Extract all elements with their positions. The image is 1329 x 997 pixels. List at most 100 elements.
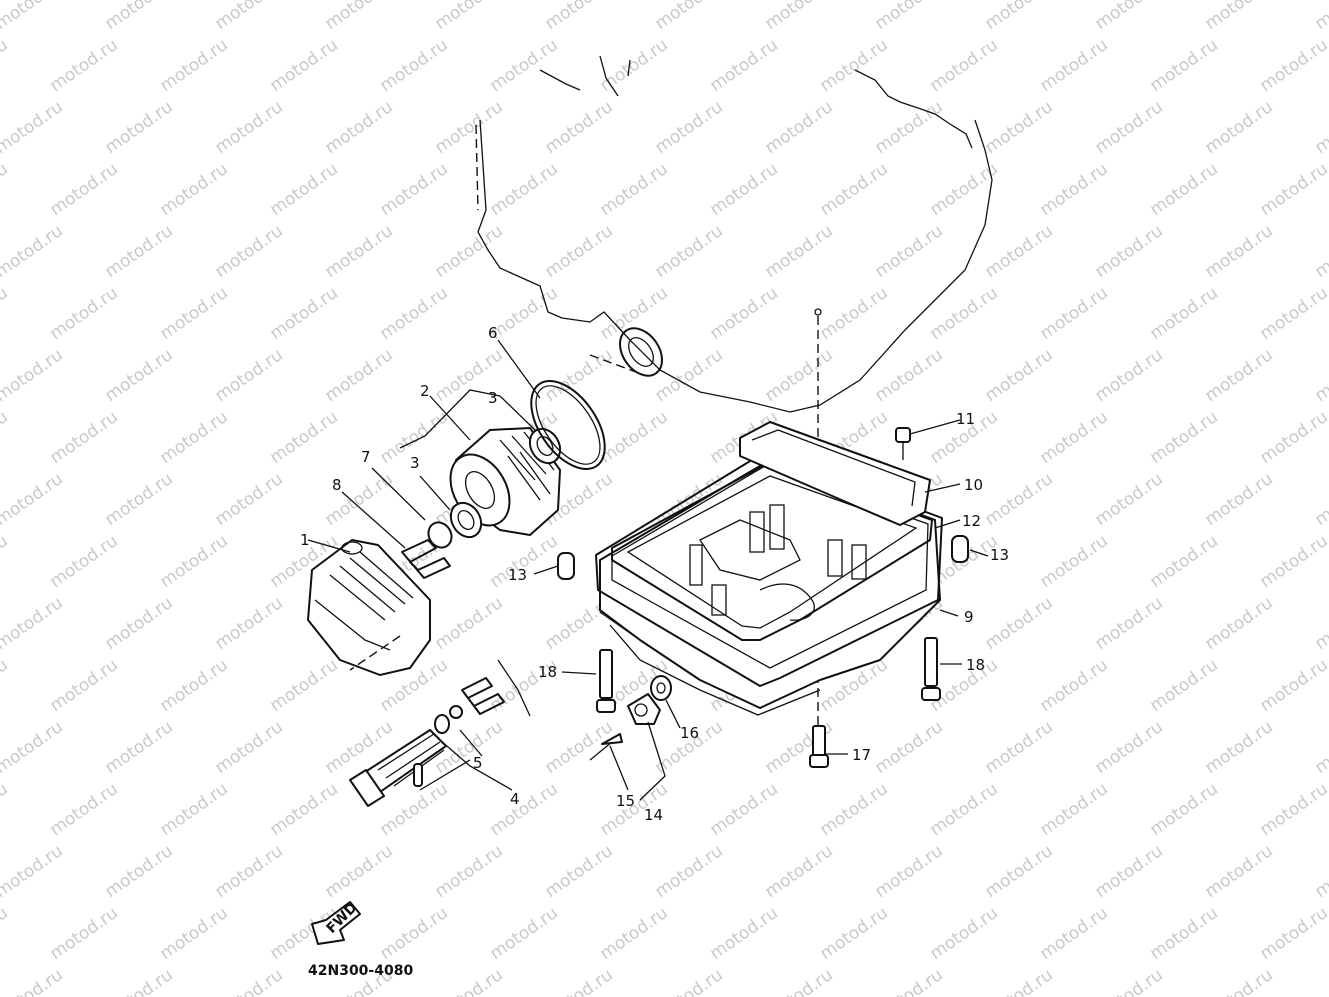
- watermark-text: motod.ru: [101, 97, 176, 158]
- watermark-text: motod.ru: [0, 35, 12, 96]
- watermark-text: motod.ru: [0, 965, 67, 997]
- watermark-text: motod.ru: [0, 779, 12, 840]
- watermark-text: motod.ru: [101, 717, 176, 778]
- watermark-text: motod.ru: [981, 469, 1056, 530]
- watermark-text: motod.ru: [1091, 345, 1166, 406]
- watermark-text: motod.ru: [1256, 407, 1329, 468]
- watermark-text: motod.ru: [706, 779, 781, 840]
- watermark-text: motod.ru: [926, 779, 1001, 840]
- watermark-text: motod.ru: [1256, 903, 1329, 964]
- watermark-text: motod.ru: [596, 903, 671, 964]
- watermark-text: motod.ru: [1256, 779, 1329, 840]
- relief-valve-body: [349, 729, 447, 807]
- bolt-18-right: [921, 637, 941, 701]
- callout-7: 7: [361, 448, 371, 466]
- watermark-text: motod.ru: [156, 531, 231, 592]
- watermark-text: motod.ru: [981, 965, 1056, 997]
- screw-15: [589, 733, 623, 761]
- dowel-pin-right: [951, 535, 969, 563]
- watermark-text: motod.ru: [871, 717, 946, 778]
- watermark-text: motod.ru: [1201, 717, 1276, 778]
- watermark-text: motod.ru: [926, 35, 1001, 96]
- watermark-text: motod.ru: [101, 0, 176, 34]
- callout-18-right: 18: [966, 656, 985, 674]
- bolt-18-left: [596, 649, 616, 713]
- oil-pan: [599, 459, 941, 716]
- callout-16: 16: [680, 724, 699, 742]
- watermark-text: motod.ru: [0, 283, 12, 344]
- watermark-text: motod.ru: [1146, 655, 1221, 716]
- watermark-text: motod.ru: [1201, 965, 1276, 997]
- dowel-pin-left: [557, 552, 575, 580]
- watermark-text: motod.ru: [541, 0, 616, 34]
- watermark-text: motod.ru: [981, 717, 1056, 778]
- watermark-text: motod.ru: [651, 0, 726, 34]
- watermark-text: motod.ru: [816, 159, 891, 220]
- watermark-text: motod.ru: [596, 159, 671, 220]
- watermark-text: motod.ru: [1091, 97, 1166, 158]
- watermark-text: motod.ru: [871, 97, 946, 158]
- callout-1: 1: [300, 531, 310, 549]
- watermark-text: motod.ru: [266, 779, 341, 840]
- watermark-text: motod.ru: [0, 469, 67, 530]
- watermark-text: motod.ru: [1091, 469, 1166, 530]
- watermark-text: motod.ru: [1036, 779, 1111, 840]
- watermark-text: motod.ru: [871, 965, 946, 997]
- relief-valve-pin: [413, 763, 423, 787]
- watermark-text: motod.ru: [761, 841, 836, 902]
- watermark-text: motod.ru: [1146, 35, 1221, 96]
- watermark-text: motod.ru: [1311, 97, 1329, 158]
- watermark-text: motod.ru: [156, 159, 231, 220]
- watermark-text: motod.ru: [486, 159, 561, 220]
- watermark-text: motod.ru: [1311, 841, 1329, 902]
- watermark-text: motod.ru: [431, 0, 506, 34]
- watermark-text: motod.ru: [1311, 469, 1329, 530]
- callout-2: 2: [420, 382, 430, 400]
- watermark-text: motod.ru: [156, 779, 231, 840]
- watermark-text: motod.ru: [1146, 779, 1221, 840]
- watermark-text: motod.ru: [1256, 531, 1329, 592]
- callout-3-lower: 3: [410, 454, 420, 472]
- watermark-text: motod.ru: [266, 655, 341, 716]
- watermark-text: motod.ru: [871, 0, 946, 34]
- watermark-text: motod.ru: [816, 779, 891, 840]
- watermark-text: motod.ru: [376, 159, 451, 220]
- watermark-text: motod.ru: [0, 221, 67, 282]
- washer-16: [650, 675, 672, 701]
- watermark-text: motod.ru: [651, 221, 726, 282]
- watermark-text: motod.ru: [651, 841, 726, 902]
- watermark-text: motod.ru: [211, 965, 286, 997]
- watermark-text: motod.ru: [1311, 345, 1329, 406]
- leader-lines: [307, 339, 989, 801]
- watermark-text: motod.ru: [1091, 0, 1166, 34]
- watermark-text: motod.ru: [706, 35, 781, 96]
- watermark-text: motod.ru: [211, 469, 286, 530]
- callout-11: 11: [956, 410, 975, 428]
- watermark-text: motod.ru: [156, 655, 231, 716]
- watermark-text: motod.ru: [46, 159, 121, 220]
- watermark-text: motod.ru: [0, 903, 12, 964]
- watermark-text: motod.ru: [1146, 531, 1221, 592]
- callout-10: 10: [964, 476, 983, 494]
- watermark-text: motod.ru: [1091, 841, 1166, 902]
- washer-7: [427, 521, 453, 549]
- watermark-text: motod.ru: [486, 35, 561, 96]
- watermark-text: motod.ru: [651, 97, 726, 158]
- o-ring-3-lower: [449, 501, 483, 539]
- oil-filter-cover: [307, 539, 431, 676]
- watermark-text: motod.ru: [1036, 531, 1111, 592]
- watermark-text: motod.ru: [266, 407, 341, 468]
- watermark-text: motod.ru: [0, 841, 67, 902]
- watermark-text: motod.ru: [0, 159, 12, 220]
- watermark-text: motod.ru: [1146, 407, 1221, 468]
- watermark-text: motod.ru: [211, 841, 286, 902]
- watermark-text: motod.ru: [1036, 283, 1111, 344]
- watermark-text: motod.ru: [101, 841, 176, 902]
- watermark-text: motod.ru: [541, 965, 616, 997]
- watermark-text: motod.ru: [211, 0, 286, 34]
- callout-14: 14: [644, 806, 663, 824]
- callout-5: 5: [473, 754, 483, 772]
- watermark-text: motod.ru: [431, 221, 506, 282]
- watermark-text: motod.ru: [46, 283, 121, 344]
